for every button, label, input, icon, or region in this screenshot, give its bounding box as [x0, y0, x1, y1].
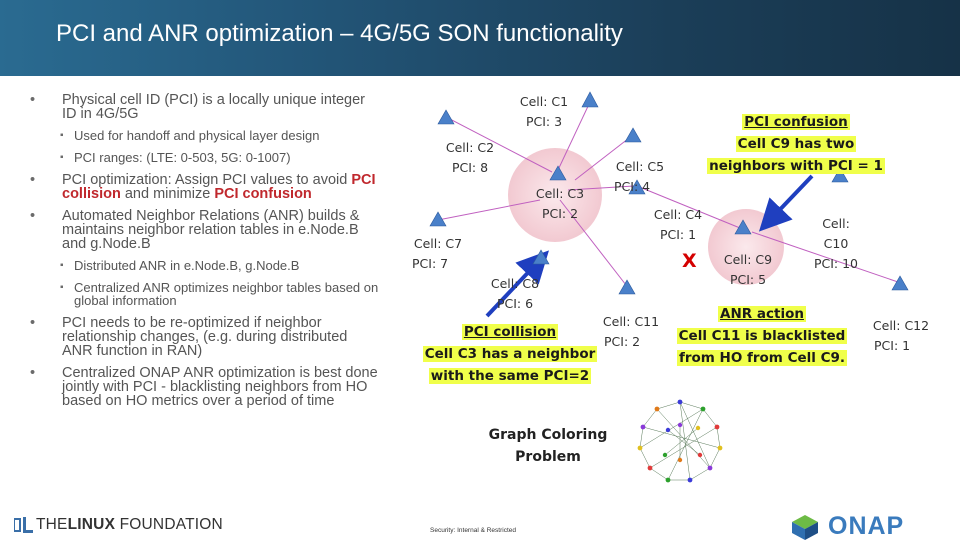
- cell-c1-name: Cell: C1: [514, 92, 574, 112]
- cell-c1-pci: PCI: 3: [514, 112, 574, 132]
- graph-coloring-caption: Graph Coloring Problem: [486, 424, 610, 468]
- onap-cube-icon: [788, 513, 822, 541]
- cell-c11-name: Cell: C11: [598, 312, 664, 332]
- cell-c5-pci: PCI: 4: [610, 177, 670, 197]
- security-classification: Security: Internal & Restricted: [430, 527, 516, 534]
- cell-c7-name: Cell: C7: [408, 234, 468, 254]
- cell-c3-name: Cell: C3: [530, 184, 590, 204]
- tower-c5: [625, 128, 641, 142]
- cell-label-c2: Cell: C2PCI: 8: [440, 138, 500, 178]
- graph-coloring-image: [636, 396, 726, 486]
- cell-c4-pci: PCI: 1: [648, 225, 708, 245]
- pci-collision-callout: PCI collision Cell C3 has a neighbor wit…: [418, 321, 602, 387]
- anr-action-line1: Cell C11 is blacklisted: [677, 328, 848, 344]
- onap-logo: ONAP: [788, 512, 904, 541]
- lf-linux: LINUX: [68, 516, 116, 533]
- tower-c11: [619, 280, 635, 294]
- anr-action-title: ANR action: [718, 306, 806, 322]
- linux-foundation-wordmark: THELINUX FOUNDATION: [36, 516, 223, 534]
- blacklist-x-mark: X: [682, 250, 697, 272]
- pci-confusion-title: PCI confusion: [742, 114, 849, 130]
- lf-foundation: FOUNDATION: [115, 516, 223, 533]
- tower-c2: [438, 110, 454, 124]
- pci-confusion-line2: neighbors with PCI = 1: [707, 158, 885, 174]
- tower-c1: [582, 92, 598, 107]
- cell-c8-name: Cell: C8: [485, 274, 545, 294]
- cell-c9-pci: PCI: 5: [718, 270, 778, 290]
- pci-confusion-line1: Cell C9 has two: [736, 136, 857, 152]
- linux-foundation-mark-icon: [14, 517, 36, 533]
- anr-action-line2: from HO from Cell C9.: [677, 350, 847, 366]
- graph-coloring-line2: Problem: [486, 446, 610, 468]
- cell-c10-pci: PCI: 10: [808, 254, 864, 274]
- tower-c12: [892, 276, 908, 290]
- confusion-arrow: [770, 176, 812, 220]
- tower-c8: [533, 250, 549, 264]
- cell-c10-name: Cell:: [808, 214, 864, 234]
- graph-coloring-line1: Graph Coloring: [486, 424, 610, 446]
- cell-c2-name: Cell: C2: [440, 138, 500, 158]
- cell-c5-name: Cell: C5: [610, 157, 670, 177]
- pci-collision-line2: with the same PCI=2: [429, 368, 591, 384]
- cell-c8-pci: PCI: 6: [485, 294, 545, 314]
- cell-c12-name: Cell: C12: [868, 316, 934, 336]
- cell-c9-name: Cell: C9: [718, 250, 778, 270]
- cell-c12-pci: PCI: 1: [868, 336, 934, 356]
- pci-collision-line1: Cell C3 has a neighbor: [423, 346, 598, 362]
- onap-wordmark: ONAP: [828, 512, 904, 541]
- cell-c7-pci: PCI: 7: [408, 254, 468, 274]
- anr-action-callout: ANR action Cell C11 is blacklisted from …: [672, 303, 852, 369]
- cell-c11-pci: PCI: 2: [598, 332, 664, 352]
- linux-foundation-logo: THELINUX FOUNDATION: [14, 516, 223, 534]
- cell-c3-pci: PCI: 2: [530, 204, 590, 224]
- lf-the: THE: [36, 516, 68, 533]
- pci-confusion-callout: PCI confusion Cell C9 has two neighbors …: [706, 111, 886, 177]
- cell-c10-name2: C10: [808, 234, 864, 254]
- cell-c4-name: Cell: C4: [648, 205, 708, 225]
- pci-collision-title: PCI collision: [462, 324, 558, 340]
- cell-c2-pci: PCI: 8: [440, 158, 500, 178]
